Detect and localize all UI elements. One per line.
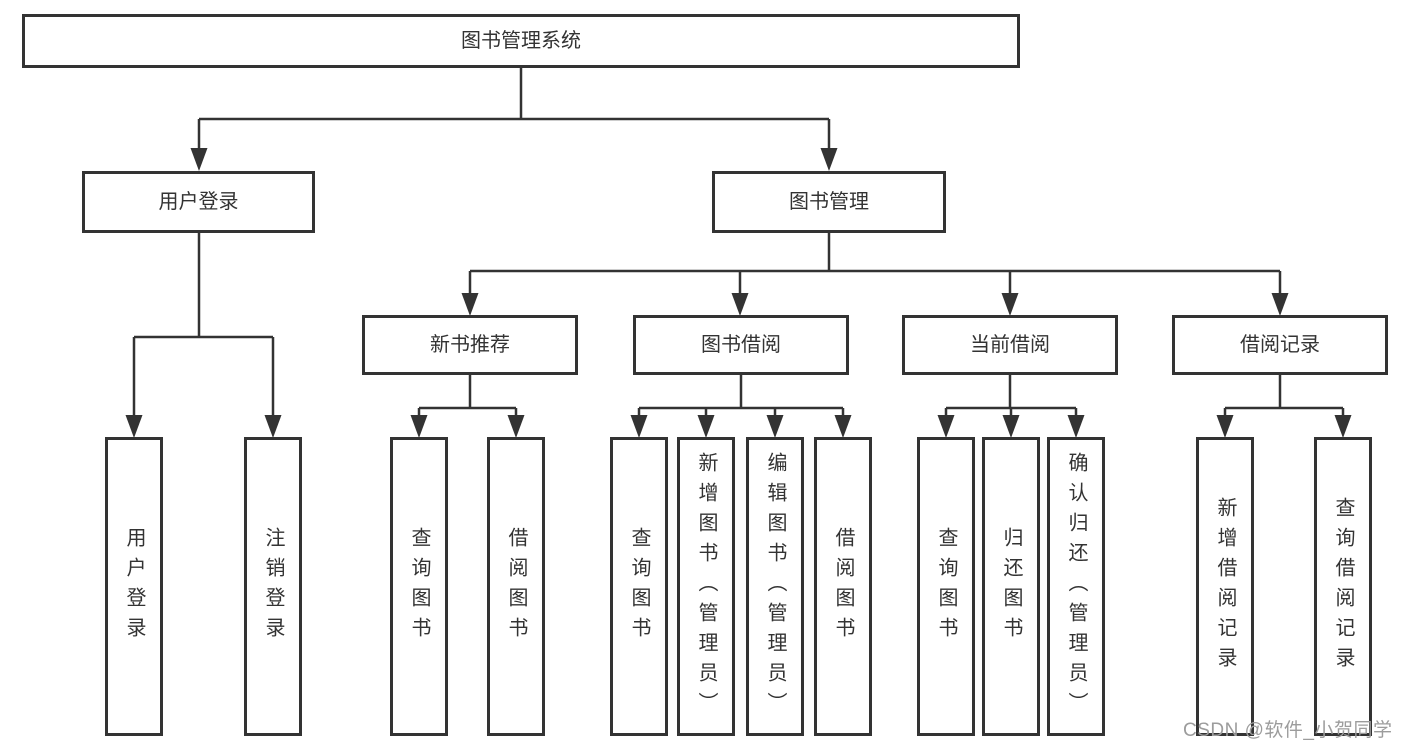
arrow-down-icon — [1067, 415, 1085, 438]
node-leaf-add-books-admin: 新增图书（管理员） — [677, 437, 735, 736]
node-label: 新增图书（管理员） — [695, 451, 717, 722]
node-leaf-confirm-return-admin: 确认归还（管理员） — [1047, 437, 1105, 736]
node-library-management-system: 图书管理系统 — [22, 14, 1020, 68]
arrow-down-icon — [1216, 415, 1234, 438]
arrow-down-icon — [125, 415, 143, 438]
node-book-borrowing: 图书借阅 — [633, 315, 849, 375]
arrow-down-icon — [1001, 293, 1019, 316]
node-leaf-query-books-current: 查询图书 — [917, 437, 975, 736]
arrow-down-icon — [1334, 415, 1352, 438]
node-current-borrowing: 当前借阅 — [902, 315, 1118, 375]
node-label: 查询图书 — [935, 526, 957, 647]
node-label: 归还图书 — [1000, 526, 1022, 647]
node-leaf-add-borrow-record: 新增借阅记录 — [1196, 437, 1254, 736]
node-label: 用户登录 — [158, 191, 239, 213]
arrow-down-icon — [937, 415, 955, 438]
arrow-down-icon — [766, 415, 784, 438]
node-leaf-borrow-books-recommend: 借阅图书 — [487, 437, 545, 736]
node-label: 用户登录 — [123, 526, 145, 647]
node-leaf-logout: 注销登录 — [244, 437, 302, 736]
arrow-down-icon — [461, 293, 479, 316]
arrow-down-icon — [731, 293, 749, 316]
node-label: 查询图书 — [408, 526, 430, 647]
node-label: 查询图书 — [628, 526, 650, 647]
arrow-down-icon — [1002, 415, 1020, 438]
node-label: 新书推荐 — [430, 334, 510, 356]
node-label: 编辑图书（管理员） — [764, 451, 786, 722]
node-label: 借阅记录 — [1240, 334, 1320, 356]
arrow-down-icon — [190, 148, 208, 171]
node-label: 确认归还（管理员） — [1065, 451, 1087, 722]
arrow-down-icon — [834, 415, 852, 438]
node-new-book-recommendation: 新书推荐 — [362, 315, 578, 375]
arrow-down-icon — [1271, 293, 1289, 316]
arrow-down-icon — [264, 415, 282, 438]
node-leaf-borrow-books: 借阅图书 — [814, 437, 872, 736]
node-label: 借阅图书 — [505, 526, 527, 647]
node-leaf-edit-books-admin: 编辑图书（管理员） — [746, 437, 804, 736]
arrow-down-icon — [697, 415, 715, 438]
node-leaf-query-borrow-record: 查询借阅记录 — [1314, 437, 1372, 736]
node-leaf-user-login: 用户登录 — [105, 437, 163, 736]
node-label: 注销登录 — [262, 526, 284, 647]
node-label: 新增借阅记录 — [1214, 496, 1236, 677]
node-label: 图书借阅 — [701, 334, 781, 356]
node-leaf-query-books-borrow: 查询图书 — [610, 437, 668, 736]
arrow-down-icon — [820, 148, 838, 171]
node-label: 当前借阅 — [970, 334, 1050, 356]
node-borrowing-records: 借阅记录 — [1172, 315, 1388, 375]
node-leaf-query-books-recommend: 查询图书 — [390, 437, 448, 736]
csdn-watermark: CSDN @软件_小贺同学 — [1183, 720, 1393, 741]
arrow-down-icon — [507, 415, 525, 438]
node-label: 图书管理 — [789, 191, 869, 213]
arrow-down-icon — [630, 415, 648, 438]
node-label: 图书管理系统 — [461, 30, 581, 52]
node-leaf-return-books: 归还图书 — [982, 437, 1040, 736]
node-user-login: 用户登录 — [82, 171, 315, 233]
node-label: 查询借阅记录 — [1332, 496, 1354, 677]
node-label: 借阅图书 — [832, 526, 854, 647]
node-book-management: 图书管理 — [712, 171, 946, 233]
arrow-down-icon — [410, 415, 428, 438]
